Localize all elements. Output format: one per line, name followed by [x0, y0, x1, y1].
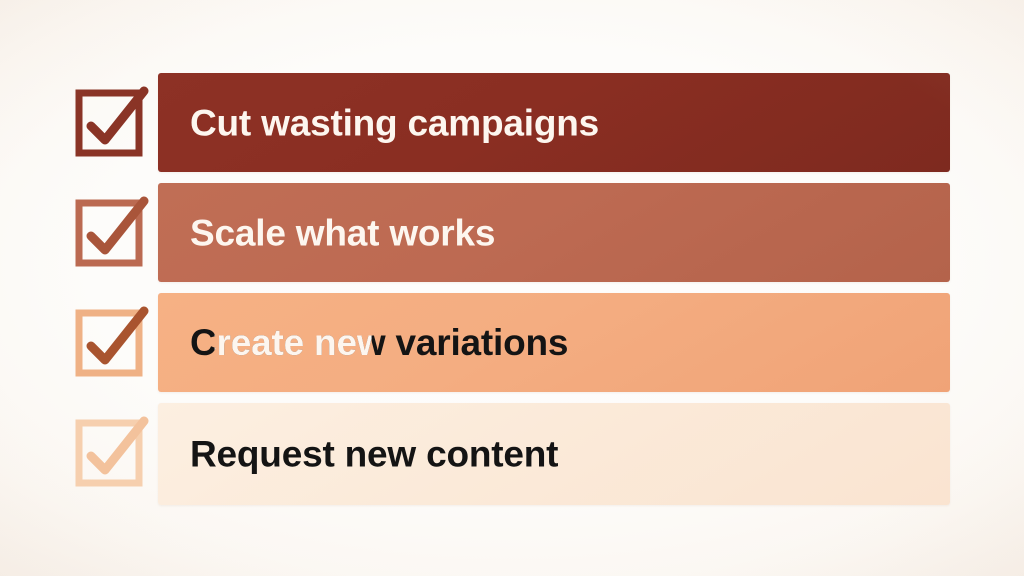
- checklist-bar[interactable]: Cut wasting campaigns: [158, 73, 950, 172]
- checkbox-checked-icon[interactable]: [74, 416, 149, 490]
- checklist-item-label: Request new content: [190, 433, 559, 475]
- checklist-bar[interactable]: Scale what works: [158, 183, 950, 282]
- checklist-bar[interactable]: Request new content: [158, 403, 950, 505]
- checkbox-checked-icon[interactable]: [74, 86, 149, 160]
- checkbox-checked-icon[interactable]: [74, 196, 149, 270]
- checkbox-checked-icon[interactable]: [74, 306, 149, 380]
- checklist-item-label-base: Create new variations: [190, 321, 569, 363]
- checklist-bar[interactable]: Create new variations Create new variati…: [158, 293, 950, 392]
- checklist-item-label-overlay: Create new variations: [190, 321, 569, 363]
- checklist-item-label: Cut wasting campaigns: [190, 102, 600, 143]
- checklist-item-label: Scale what works: [190, 212, 496, 253]
